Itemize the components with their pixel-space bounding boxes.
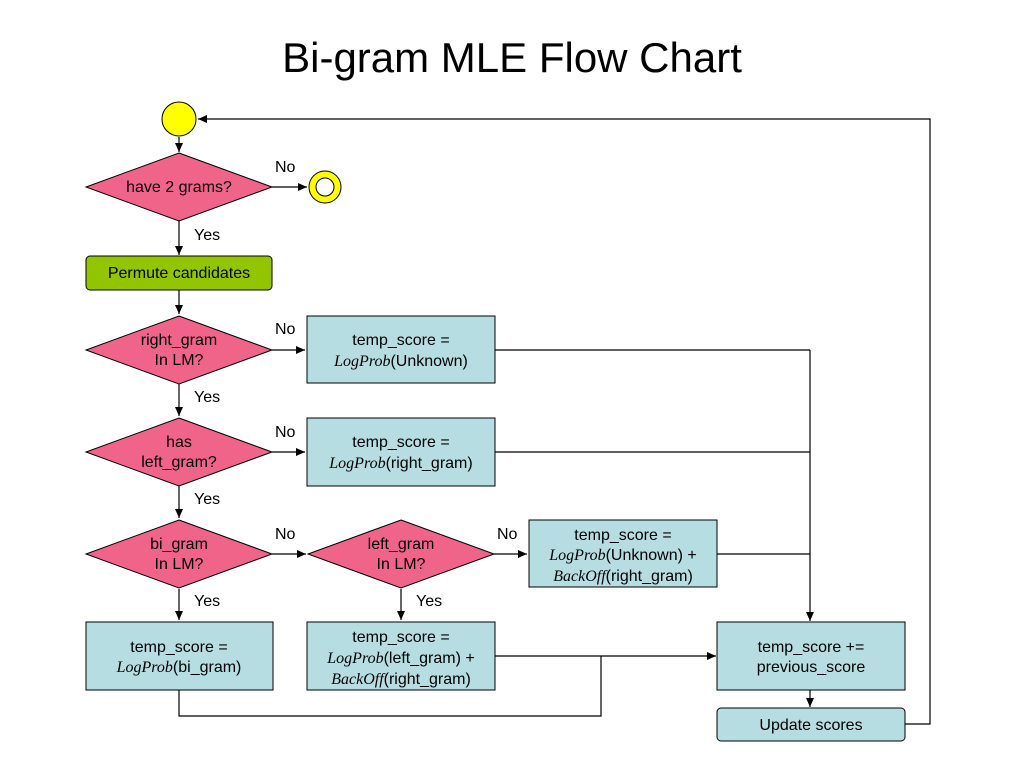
process-logprob-bi-gram: temp_score = LogProb(bi_gram) <box>85 621 274 691</box>
process-label-line1: temp_score = <box>352 332 449 349</box>
arrow-loop-back <box>198 115 931 725</box>
edge-label-yes: Yes <box>416 593 442 610</box>
page-title: Bi-gram MLE Flow Chart <box>282 34 742 81</box>
decision-label-line1: has <box>166 434 192 451</box>
connectors <box>175 115 931 725</box>
process-label: Update scores <box>759 717 862 734</box>
line-p4-to-p6 <box>178 656 602 717</box>
process-add-previous-score: temp_score += previous_score <box>716 621 906 691</box>
decision-bi-gram-in-lm: bi_gram In LM? <box>84 519 274 589</box>
edge-label-yes: Yes <box>194 593 220 610</box>
process-label-line2: LogProb(Unknown) + <box>548 547 696 564</box>
process-permute-candidates: Permute candidates <box>85 255 273 291</box>
decision-left-gram-in-lm: left_gram In LM? <box>306 519 496 589</box>
edge-label-no: No <box>497 526 518 543</box>
process-label-line3: BackOff(right_gram) <box>553 568 693 585</box>
decision-label-line2: left_gram? <box>141 454 217 471</box>
process-label-line1: temp_score = <box>352 434 449 451</box>
process-label-line2: LogProb(left_gram) + <box>326 650 474 667</box>
process-label-line2: LogProb(right_gram) <box>328 455 472 472</box>
process-label: Permute candidates <box>108 265 250 282</box>
decision-label-line1: right_gram <box>141 332 217 349</box>
process-label-line1: temp_score += <box>758 639 865 656</box>
process-label-line1: temp_score = <box>352 629 449 646</box>
process-label-line2: previous_score <box>757 659 866 676</box>
decision-right-gram-in-lm: right_gram In LM? <box>84 315 274 385</box>
process-logprob-left-gram-backoff: temp_score = LogProb(left_gram) + BackOf… <box>306 621 496 691</box>
decision-have-2-grams: have 2 grams? <box>84 152 274 222</box>
decision-has-left-gram: has left_gram? <box>84 417 274 487</box>
edge-label-no: No <box>275 526 296 543</box>
edge-label-yes: Yes <box>194 491 220 508</box>
edge-label-no: No <box>275 321 296 338</box>
process-update-scores: Update scores <box>716 707 906 742</box>
process-label-line2: LogProb(Unknown) <box>333 353 468 370</box>
decision-label-line2: In LM? <box>155 556 204 573</box>
edge-label-no: No <box>275 159 296 176</box>
decision-label-line1: left_gram <box>368 536 435 553</box>
start-terminal <box>161 101 197 137</box>
process-label-line1: temp_score = <box>130 639 227 656</box>
edge-label-yes: Yes <box>194 389 220 406</box>
process-logprob-right-gram: temp_score = LogProb(right_gram) <box>306 417 496 487</box>
decision-label: have 2 grams? <box>126 179 232 196</box>
decision-label-line2: In LM? <box>377 556 426 573</box>
decision-label-line1: bi_gram <box>150 536 208 553</box>
process-label-line1: temp_score = <box>574 527 671 544</box>
process-label-line2: LogProb(bi_gram) <box>116 659 242 676</box>
edge-label-no: No <box>275 424 296 441</box>
process-logprob-unknown: temp_score = LogProb(Unknown) <box>306 315 496 384</box>
end-terminal <box>308 170 342 204</box>
process-label-line3: BackOff(right_gram) <box>331 671 471 688</box>
process-logprob-unknown-backoff: temp_score = LogProb(Unknown) + BackOff(… <box>528 519 718 588</box>
decision-label-line2: In LM? <box>155 352 204 369</box>
edge-label-yes: Yes <box>194 227 220 244</box>
